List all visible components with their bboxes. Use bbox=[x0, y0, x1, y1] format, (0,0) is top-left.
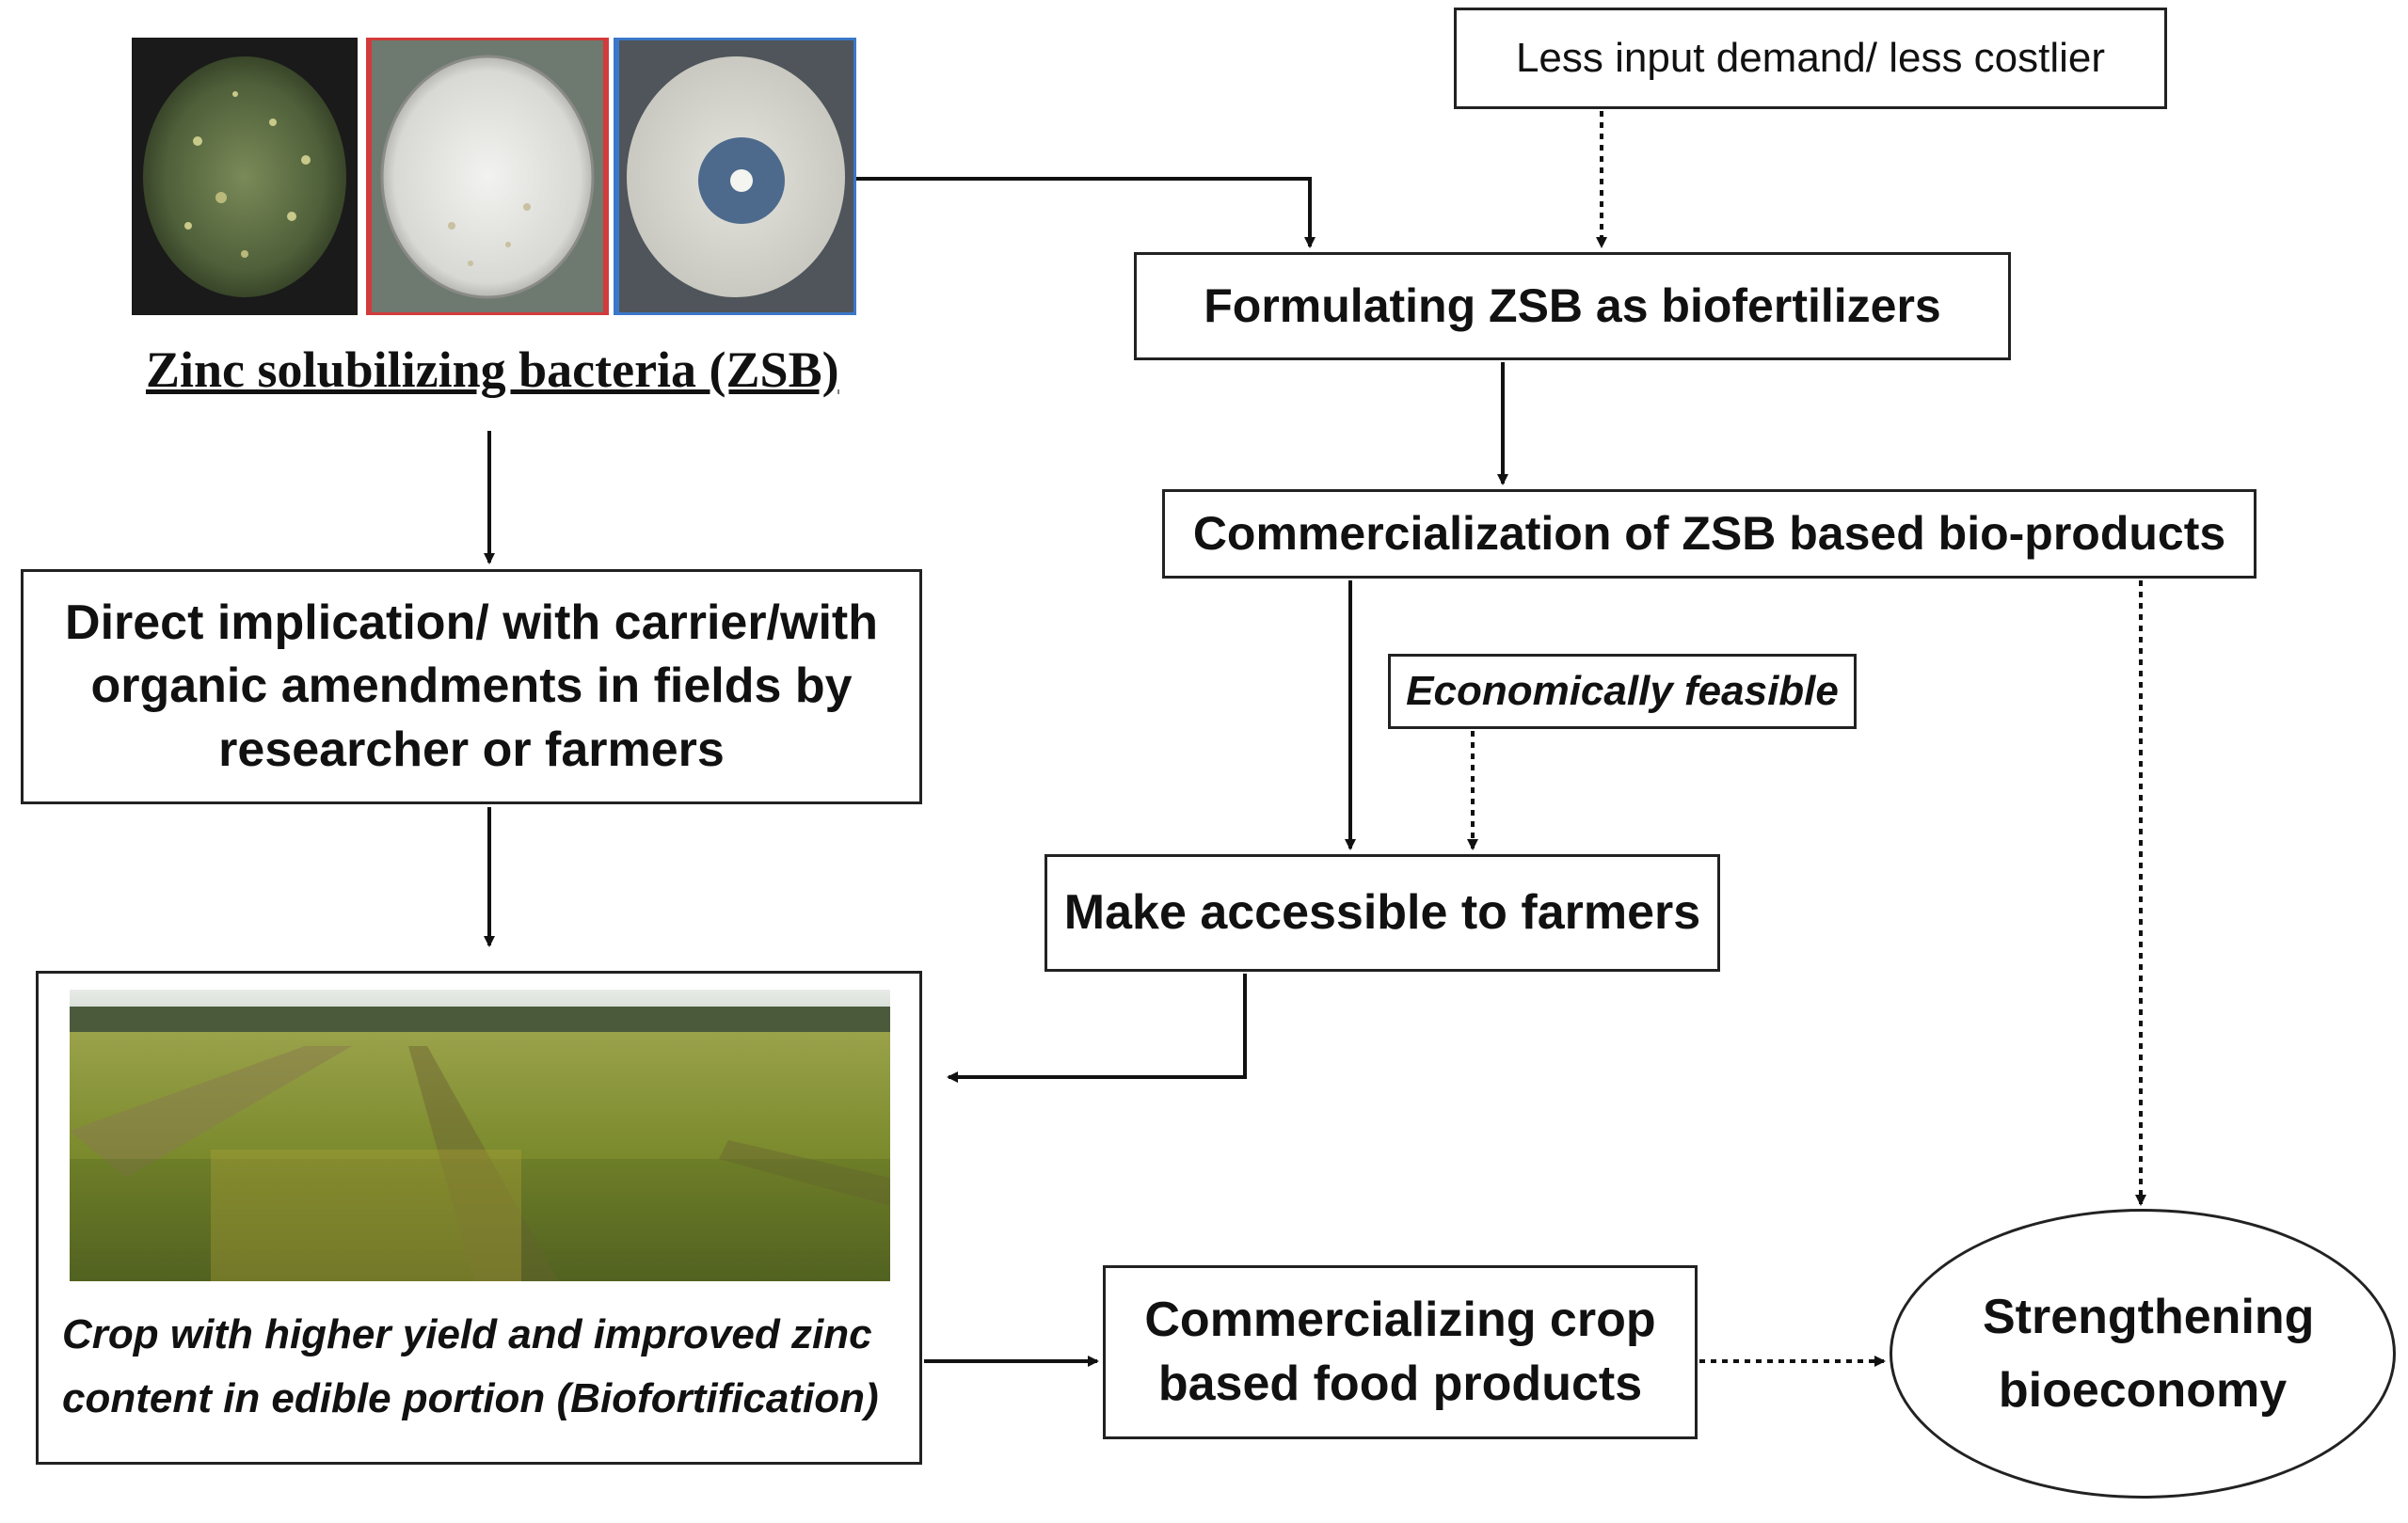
commercialization-label: Commercialization of ZSB based bio-produ… bbox=[1192, 507, 2226, 560]
zsb-plate-2 bbox=[366, 38, 609, 315]
less-input-box: Less input demand/ less costlier bbox=[1454, 8, 2167, 109]
petri-dish-images bbox=[132, 38, 856, 315]
zsb-plate-3 bbox=[614, 38, 856, 315]
economically-feasible-box: Economically feasible bbox=[1388, 654, 1857, 729]
make-accessible-label: Make accessible to farmers bbox=[1063, 884, 1701, 940]
zsb-caption: Zinc solubilizing bacteria (ZSB) bbox=[146, 341, 839, 398]
commercialization-box: Commercialization of ZSB based bio-produ… bbox=[1162, 489, 2257, 579]
crop-caption: Crop with higher yield and improved zinc… bbox=[62, 1311, 879, 1422]
crop-panel: Crop with higher yield and improved zinc… bbox=[36, 971, 922, 1465]
strengthening-bioeconomy-node: Strengthening bioeconomy bbox=[1890, 1209, 2396, 1499]
zsb-plate-1 bbox=[132, 38, 358, 315]
strengthening-label: Strengthening bioeconomy bbox=[1983, 1290, 2315, 1418]
arrow-images-to-formulating bbox=[856, 177, 1316, 248]
formulating-label: Formulating ZSB as biofertilizers bbox=[1204, 279, 1941, 332]
economically-feasible-label: Economically feasible bbox=[1406, 668, 1839, 715]
direct-implication-label: Direct implication/ with carrier/with or… bbox=[65, 595, 878, 777]
crop-field-image bbox=[70, 990, 890, 1281]
make-accessible-box: Make accessible to farmers bbox=[1045, 854, 1720, 972]
commercializing-crop-label: Commercializing crop based food products bbox=[1144, 1292, 1656, 1411]
less-input-label: Less input demand/ less costlier bbox=[1515, 35, 2106, 82]
commercializing-crop-box: Commercializing crop based food products bbox=[1103, 1265, 1698, 1439]
direct-implication-box: Direct implication/ with carrier/with or… bbox=[21, 569, 922, 804]
formulating-box: Formulating ZSB as biofertilizers bbox=[1134, 252, 2011, 360]
arrow-accessible-to-crop bbox=[947, 974, 1247, 1083]
